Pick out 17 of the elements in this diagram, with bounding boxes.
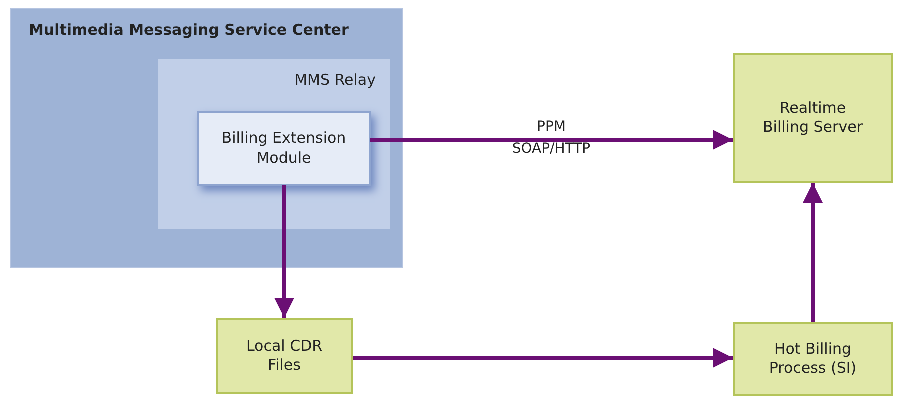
- module-box: [197, 111, 371, 186]
- edge-label: PPM SOAP/HTTP: [511, 118, 592, 159]
- box-label: Realtime Billing Server: [762, 98, 864, 138]
- process-box: [216, 318, 353, 394]
- container-box: [158, 59, 390, 229]
- arrow: [274, 185, 294, 318]
- process-box: [733, 53, 893, 183]
- box-label: Billing Extension Module: [220, 129, 348, 168]
- box-label: Local CDR Files: [245, 336, 324, 376]
- process-box: [733, 322, 893, 396]
- arrow: [353, 348, 733, 368]
- group-title: Multimedia Messaging Service Center: [29, 21, 349, 40]
- group-title: MMS Relay: [294, 71, 376, 90]
- arrow: [370, 130, 733, 150]
- arrow: [803, 183, 823, 322]
- container-box: [10, 8, 403, 268]
- box-label: Hot Billing Process (SI): [768, 340, 858, 378]
